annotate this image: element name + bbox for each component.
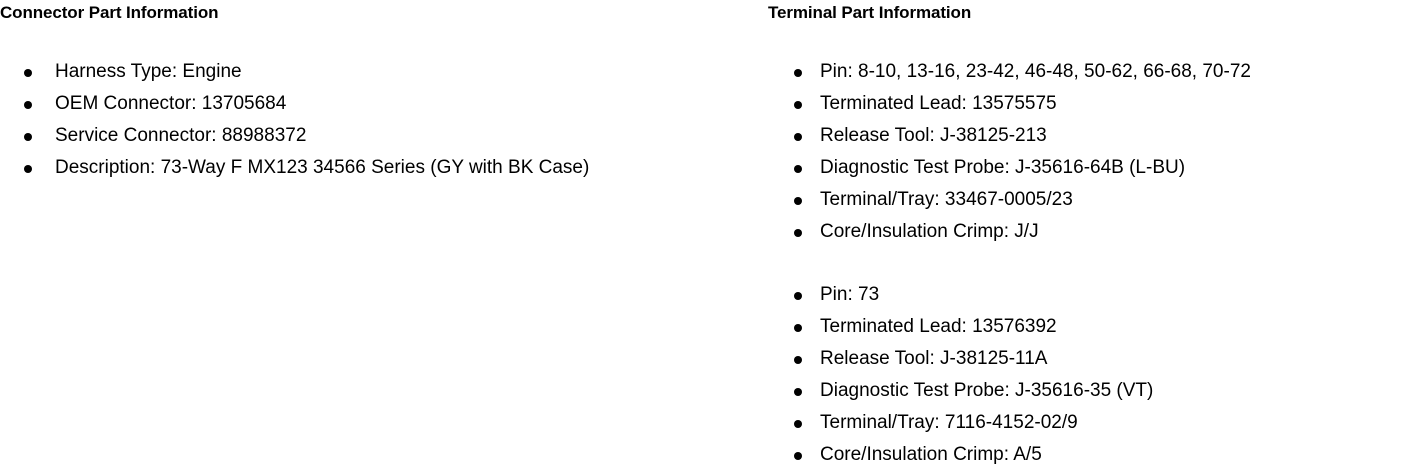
bullet-icon: [794, 165, 802, 173]
terminal-2-release-tool: Release Tool: J-38125-11A: [820, 348, 1048, 369]
connector-part-information-column: Connector Part Information Harness Type:…: [0, 0, 760, 184]
bullet-icon: [794, 133, 802, 141]
terminal-1-diagnostic-test-probe: Diagnostic Test Probe: J-35616-64B (L-BU…: [820, 157, 1186, 178]
terminal-part-group-2: Pin: 73 Terminated Lead: 13576392 Releas…: [768, 279, 1408, 471]
terminal-1-release-tool: Release Tool: J-38125-213: [820, 125, 1047, 146]
connector-harness-type: Harness Type: Engine: [55, 61, 242, 82]
bullet-icon: [24, 165, 32, 173]
terminal-1-core-insulation-crimp: Core/Insulation Crimp: J/J: [820, 221, 1039, 242]
connector-service-connector: Service Connector: 88988372: [55, 125, 307, 146]
list-item: Pin: 73: [768, 279, 1408, 311]
terminal-2-core-insulation-crimp: Core/Insulation Crimp: A/5: [820, 444, 1042, 465]
bullet-icon: [794, 324, 802, 332]
list-item: Description: 73-Way F MX123 34566 Series…: [0, 152, 760, 184]
terminal-1-terminated-lead: Terminated Lead: 13575575: [820, 93, 1057, 114]
bullet-icon: [794, 101, 802, 109]
connector-oem-connector: OEM Connector: 13705684: [55, 93, 287, 114]
connector-part-list: Harness Type: Engine OEM Connector: 1370…: [0, 56, 760, 184]
connector-description: Description: 73-Way F MX123 34566 Series…: [55, 157, 590, 178]
list-item: Pin: 8-10, 13-16, 23-42, 46-48, 50-62, 6…: [768, 56, 1408, 88]
bullet-icon: [794, 69, 802, 77]
bullet-icon: [24, 69, 32, 77]
list-item: Release Tool: J-38125-213: [768, 120, 1408, 152]
list-item: Terminal/Tray: 33467-0005/23: [768, 184, 1408, 216]
list-item: Release Tool: J-38125-11A: [768, 343, 1408, 375]
list-item: Core/Insulation Crimp: A/5: [768, 439, 1408, 471]
terminal-2-terminal-tray: Terminal/Tray: 7116-4152-02/9: [820, 412, 1078, 433]
bullet-icon: [24, 101, 32, 109]
terminal-part-group-1: Pin: 8-10, 13-16, 23-42, 46-48, 50-62, 6…: [768, 56, 1408, 248]
bullet-icon: [794, 388, 802, 396]
list-item: Core/Insulation Crimp: J/J: [768, 216, 1408, 248]
list-item: Diagnostic Test Probe: J-35616-35 (VT): [768, 375, 1408, 407]
terminal-part-information-heading: Terminal Part Information: [768, 3, 972, 22]
list-item: Terminated Lead: 13576392: [768, 311, 1408, 343]
terminal-1-pin: Pin: 8-10, 13-16, 23-42, 46-48, 50-62, 6…: [820, 61, 1251, 82]
terminal-part-information-column: Terminal Part Information Pin: 8-10, 13-…: [768, 0, 1408, 471]
connector-part-information-heading: Connector Part Information: [0, 3, 219, 22]
bullet-icon: [794, 229, 802, 237]
list-item: Terminal/Tray: 7116-4152-02/9: [768, 407, 1408, 439]
list-item: Diagnostic Test Probe: J-35616-64B (L-BU…: [768, 152, 1408, 184]
terminal-1-terminal-tray: Terminal/Tray: 33467-0005/23: [820, 189, 1073, 210]
bullet-icon: [794, 197, 802, 205]
bullet-icon: [794, 356, 802, 364]
bullet-icon: [794, 420, 802, 428]
list-item: Service Connector: 88988372: [0, 120, 760, 152]
list-item: Harness Type: Engine: [0, 56, 760, 88]
bullet-icon: [794, 452, 802, 460]
terminal-2-diagnostic-test-probe: Diagnostic Test Probe: J-35616-35 (VT): [820, 380, 1154, 401]
bullet-icon: [24, 133, 32, 141]
terminal-2-pin: Pin: 73: [820, 284, 880, 305]
terminal-2-terminated-lead: Terminated Lead: 13576392: [820, 316, 1057, 337]
bullet-icon: [794, 292, 802, 300]
list-item: Terminated Lead: 13575575: [768, 88, 1408, 120]
list-item: OEM Connector: 13705684: [0, 88, 760, 120]
